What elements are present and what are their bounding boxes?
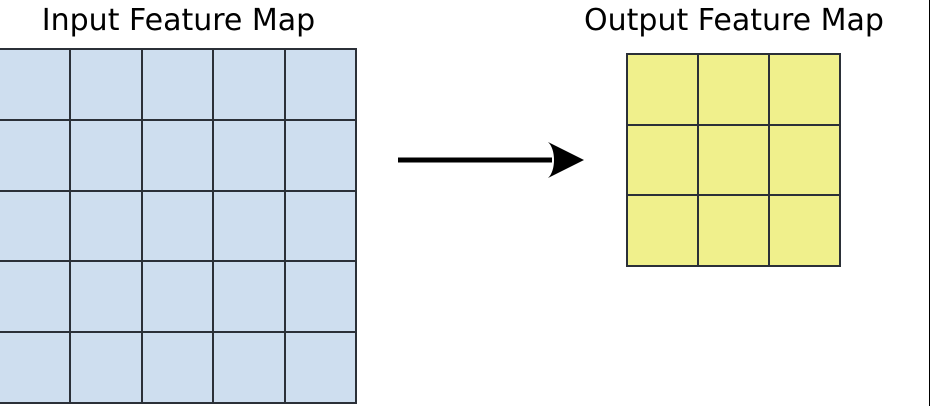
output-feature-map-title: Output Feature Map [584, 3, 884, 38]
input-cell [0, 262, 70, 332]
input-feature-map-title: Input Feature Map [41, 3, 316, 38]
input-cell [214, 333, 284, 402]
input-cell [71, 333, 141, 402]
input-cell [214, 50, 284, 119]
output-cell [770, 125, 839, 195]
input-cell [142, 50, 213, 119]
input-cell [71, 120, 141, 190]
output-cell [628, 196, 697, 265]
input-cell [214, 120, 284, 190]
input-cell [142, 262, 213, 332]
input-cell [214, 191, 284, 261]
input-cell [285, 333, 355, 402]
input-cell [285, 120, 355, 190]
input-cell [285, 262, 355, 332]
input-cell [285, 50, 355, 119]
input-cell [142, 120, 213, 190]
input-cell [0, 333, 70, 402]
output-cell [699, 196, 768, 265]
output-cell [699, 55, 768, 124]
input-cell [71, 50, 141, 119]
input-cell [142, 191, 213, 261]
output-cell [699, 125, 768, 195]
input-feature-map-grid [0, 48, 357, 404]
input-cell [71, 262, 141, 332]
output-cell [628, 55, 697, 124]
input-cell [0, 120, 70, 190]
input-cell [0, 50, 70, 119]
input-cell [71, 191, 141, 261]
output-cell [628, 125, 697, 195]
output-cell [770, 196, 839, 265]
input-cell [0, 191, 70, 261]
input-cell [142, 333, 213, 402]
arrow-right-icon [398, 142, 584, 178]
output-feature-map-grid [626, 53, 841, 267]
canvas-right-border [929, 0, 930, 406]
input-cell [285, 191, 355, 261]
output-cell [770, 55, 839, 124]
input-cell [214, 262, 284, 332]
